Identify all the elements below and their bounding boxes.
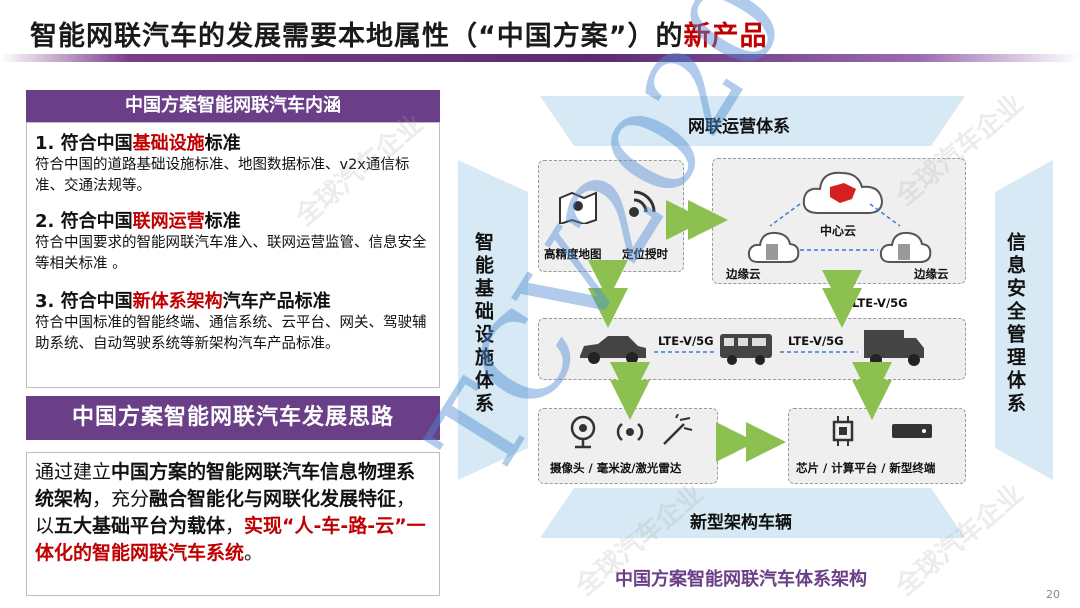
sensors-box <box>538 408 718 484</box>
signal-icon <box>629 190 656 217</box>
bus-icon <box>720 334 772 365</box>
lane-infrastructure <box>458 160 528 480</box>
item-1-body: 符合中国的道路基础设施标准、地图数据标准、v2x通信标准、交通法规等。 <box>35 157 410 194</box>
item-2-title: 2. 符合中国联网运营标准 <box>35 211 241 232</box>
chips-label: 芯片 / 计算平台 / 新型终端 <box>796 461 936 475</box>
center-cloud-icon <box>802 171 884 214</box>
edge-cloud-left-label: 边缘云 <box>726 267 761 281</box>
chip-icon <box>832 416 854 446</box>
radar-icon <box>616 423 644 441</box>
item-1-title: 1. 符合中国基础设施标准 <box>35 133 241 154</box>
edge-cloud-right-icon <box>879 231 932 263</box>
title-main: 智能网联汽车的发展需要本地属性（“中国方案”）的 <box>30 21 684 52</box>
connotation-box: 1. 符合中国基础设施标准 符合中国的道路基础设施标准、地图数据标准、v2x通信… <box>26 122 440 388</box>
item-3-title: 3. 符合中国新体系架构汽车产品标准 <box>35 291 331 312</box>
lane-operation <box>540 96 965 146</box>
link-car-bus-label: LTE-V/5G <box>658 334 714 348</box>
item-2-body: 符合中国要求的智能网联汽车准入、联网运营监管、信息安全等相关标准 。 <box>35 235 427 272</box>
approach-box: 通过建立中国方案的智能网联汽车信息物理系统架构，充分融合智能化与网联化发展特征，… <box>26 452 440 596</box>
green-arrows <box>588 200 892 462</box>
terminal-icon <box>892 424 932 438</box>
center-cloud-label: 中心云 <box>820 224 857 238</box>
sensors-label: 摄像头 / 毫米波/激光雷达 <box>550 461 682 475</box>
slide-title: 智能网联汽车的发展需要本地属性（“中国方案”）的新产品 <box>30 14 768 53</box>
lane-vehicle <box>540 488 965 538</box>
connotation-header: 中国方案智能网联汽车内涵 <box>26 90 440 122</box>
page-number: 20 <box>1046 588 1060 601</box>
link-cloud-vehicle-label: LTE-V/5G <box>852 296 908 310</box>
map-icon <box>559 191 597 224</box>
lane-infrastructure-label: 智能基础设施体系 <box>472 232 494 416</box>
title-underline <box>0 54 1080 62</box>
lane-security-label: 信息安全管理体系 <box>1004 232 1026 416</box>
vehicle-links <box>654 351 858 353</box>
edge-cloud-right-label: 边缘云 <box>914 267 949 281</box>
car-icon <box>580 336 646 364</box>
link-bus-truck-label: LTE-V/5G <box>788 334 844 348</box>
lane-vehicle-label: 新型架构车辆 <box>690 513 792 533</box>
title-highlight: 新产品 <box>683 21 768 52</box>
item-3-body: 符合中国标准的智能终端、通信系统、云平台、网关、驾驶辅助系统、自动驾驶系统等新架… <box>35 315 427 352</box>
approach-header: 中国方案智能网联汽车发展思路 <box>26 396 440 440</box>
lidar-icon <box>663 414 693 445</box>
lane-security <box>995 160 1053 480</box>
camera-icon <box>570 415 596 449</box>
edge-cloud-left-icon <box>747 231 800 263</box>
approach-text: 通过建立中国方案的智能网联汽车信息物理系统架构，充分融合智能化与网联化发展特征，… <box>35 461 426 564</box>
lane-operation-label: 网联运营体系 <box>688 117 790 137</box>
diagram-caption: 中国方案智能网联汽车体系架构 <box>615 569 867 590</box>
timing-label: 定位授时 <box>622 247 668 261</box>
cloud-links <box>769 203 901 251</box>
truck-icon <box>864 330 924 366</box>
map-label: 高精度地图 <box>544 247 602 261</box>
